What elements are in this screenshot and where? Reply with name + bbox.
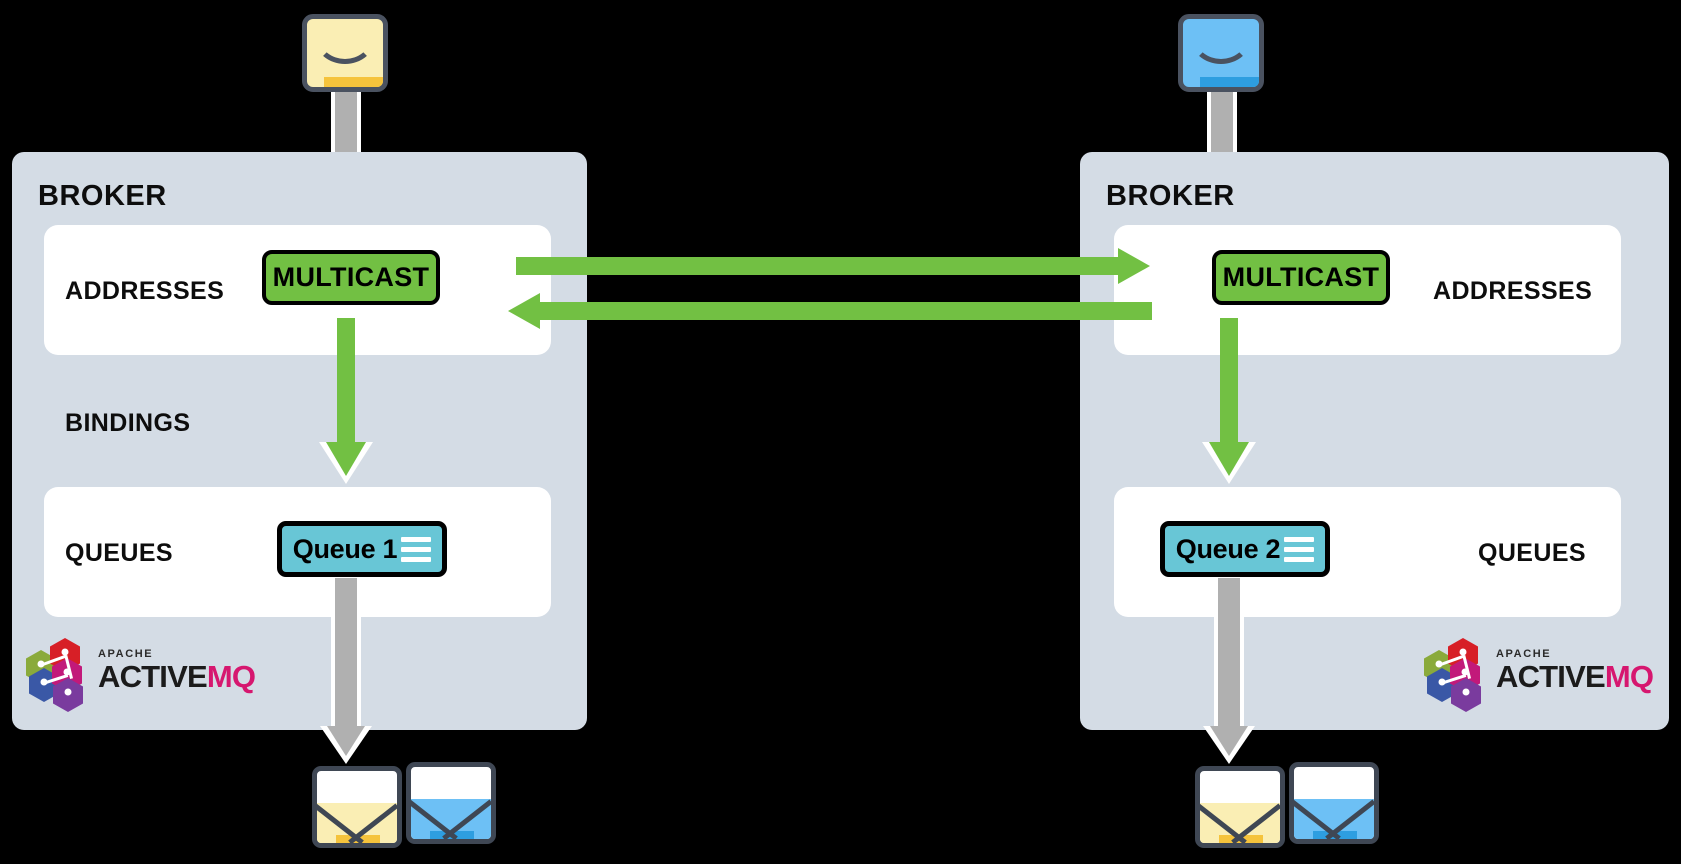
activemq-mq-text: MQ [1604, 658, 1654, 694]
arrow-shaft [540, 302, 1152, 320]
addresses-label-right: ADDRESSES [1433, 277, 1593, 305]
arrow-head [326, 442, 366, 476]
apache-label: APACHE [98, 647, 154, 660]
consumer-envelope-blue-right [1289, 762, 1379, 844]
activemq-logo-left: APACHE ACTIVEMQ [26, 638, 256, 712]
consumer-envelope-blue-left [406, 762, 496, 844]
envelope-shade [1199, 77, 1259, 87]
address-chip-multicast-right[interactable]: MULTICAST [1212, 250, 1390, 305]
queues-label-left: QUEUES [65, 539, 173, 567]
hex-purple [1451, 678, 1481, 712]
queue-chip-label: Queue 1 [292, 533, 398, 564]
arrow-shaft [516, 257, 1128, 275]
arrow-right-to-left-multicast [502, 293, 1152, 332]
consumer-envelope-yellow-left [312, 766, 402, 848]
list-lines-icon [1284, 536, 1315, 562]
arrow-shaft [1214, 578, 1244, 730]
queue-chip-queue2[interactable]: Queue 2 [1160, 521, 1330, 577]
addresses-label-left: ADDRESSES [65, 277, 225, 305]
activemq-active-text: ACTIVE [1496, 658, 1606, 694]
activemq-mq-text: MQ [206, 658, 256, 694]
arrow-queue2-to-consumers [1203, 578, 1255, 768]
arrow-head-fill [327, 726, 365, 756]
hex-purple [53, 678, 83, 712]
apache-label: APACHE [1496, 647, 1552, 660]
arrow-left-to-right-multicast [516, 248, 1166, 284]
arrow-shaft [337, 318, 355, 450]
arrow-head [1118, 248, 1150, 284]
activemq-wordmark: APACHE ACTIVEMQ [98, 647, 256, 694]
activemq-logo-right: APACHE ACTIVEMQ [1424, 638, 1654, 712]
activemq-name: ACTIVEMQ [98, 658, 256, 694]
arrow-shaft [331, 578, 361, 730]
producer-envelope-blue [1178, 14, 1264, 92]
envelope-flap-icon [314, 33, 376, 64]
arrow-head [508, 293, 540, 329]
activemq-hexagon-mark-icon [26, 638, 88, 712]
arrow-queue1-to-consumers [320, 578, 372, 768]
address-chip-multicast-left[interactable]: MULTICAST [262, 250, 440, 305]
queues-label-right: QUEUES [1478, 539, 1586, 567]
bindings-label-left: BINDINGS [65, 409, 191, 437]
queue-chip-label: Queue 2 [1175, 533, 1281, 564]
arrow-head [1209, 442, 1249, 476]
activemq-active-text: ACTIVE [98, 658, 208, 694]
broker-label-left: BROKER [38, 180, 167, 212]
queue-chip-queue1[interactable]: Queue 1 [277, 521, 447, 577]
activemq-wordmark: APACHE ACTIVEMQ [1496, 647, 1654, 694]
consumer-envelope-yellow-right [1195, 766, 1285, 848]
activemq-hexagon-mark-icon [1424, 638, 1486, 712]
list-lines-icon [401, 536, 432, 562]
broker-label-right: BROKER [1106, 180, 1235, 212]
arrow-right-multicast-to-queue2 [1202, 318, 1256, 484]
address-chip-label: MULTICAST [1222, 262, 1380, 292]
address-chip-label: MULTICAST [272, 262, 430, 292]
arrow-shaft [1220, 318, 1238, 450]
envelope-shade [323, 77, 383, 87]
arrow-head-fill [1210, 726, 1248, 756]
producer-envelope-yellow [302, 14, 388, 92]
envelope-flap-icon [1190, 33, 1252, 64]
activemq-name: ACTIVEMQ [1496, 658, 1654, 694]
arrow-left-multicast-to-queue1 [319, 318, 373, 484]
